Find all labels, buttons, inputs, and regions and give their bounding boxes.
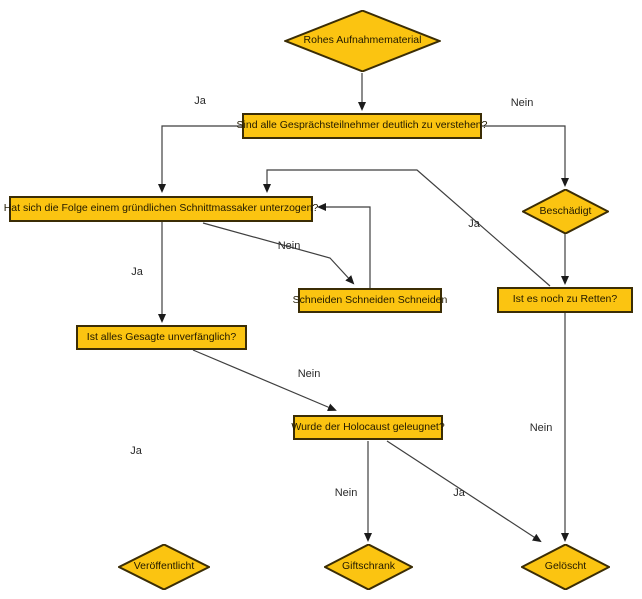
diamond-shape (324, 544, 413, 590)
edge-label-nein: Nein (334, 487, 358, 499)
node-giftschrank: Giftschrank (324, 544, 413, 590)
edge-schneiden-feedback-to-schnitt (317, 203, 371, 288)
node-label: Giftschrank (341, 560, 396, 573)
node-frage-holocaust: Wurde der Holocaust geleugnet? (291, 415, 445, 440)
node-schneiden: Schneiden Schneiden Schneiden (293, 288, 447, 313)
node-frage-unverfaenglich: Ist alles Gesagte unverfänglich? (76, 325, 247, 350)
edge-label-ja: Ja (194, 95, 206, 107)
edge-verstehen-nein-to-beschaedigt (482, 125, 569, 187)
edge-retten-ja-loop-to-schnitt (263, 169, 551, 287)
node-rohes-aufnahmematerial: Rohes Aufnahmematerial (284, 10, 441, 72)
edge-label-nein: Nein (277, 240, 301, 252)
node-frage-schnittmassaker: Hat sich die Folge einem gründlichen Sch… (4, 196, 318, 222)
edge-label-ja: Ja (131, 266, 143, 278)
edge-label-ja: Ja (130, 445, 142, 457)
node-label: Veröffentlicht (133, 560, 195, 573)
diamond-shape (284, 10, 441, 72)
diamond-shape (522, 189, 609, 234)
node-label: Sind alle Gesprächsteilnehmer deutlich z… (236, 119, 488, 132)
node-frage-retten: Ist es noch zu Retten? (497, 287, 633, 313)
edge-label-ja: Ja (453, 487, 465, 499)
node-label: Schneiden Schneiden Schneiden (292, 293, 448, 306)
node-label: Beschädigt (539, 204, 592, 217)
node-label: Ist alles Gesagte unverfänglich? (86, 330, 237, 343)
node-label: Ist es noch zu Retten? (512, 293, 618, 306)
node-frage-verstehen: Sind alle Gesprächsteilnehmer deutlich z… (237, 113, 488, 139)
node-label: Gelöscht (544, 560, 587, 573)
edge-label-ja: Ja (468, 218, 480, 230)
edge-label-nein: Nein (297, 368, 321, 380)
diamond-shape (118, 544, 210, 590)
node-label: Hat sich die Folge einem gründlichen Sch… (3, 202, 319, 215)
node-beschaedigt: Beschädigt (522, 189, 609, 234)
edge-verstehen-ja-to-schnitt (158, 125, 242, 193)
node-veroeffentlicht: Veröffentlicht (118, 544, 210, 590)
edge-unverfaenglich-nein-to-holocaust (192, 349, 337, 411)
diamond-shape (521, 544, 610, 590)
node-label: Wurde der Holocaust geleugnet? (291, 420, 445, 433)
edge-label-nein: Nein (529, 422, 553, 434)
node-label: Rohes Aufnahmematerial (303, 34, 422, 47)
edge-holocaust-ja-to-geloescht (386, 440, 542, 543)
node-geloescht: Gelöscht (521, 544, 610, 590)
edge-label-nein: Nein (510, 97, 534, 109)
edge-schnitt-nein-to-schneiden (202, 222, 355, 285)
